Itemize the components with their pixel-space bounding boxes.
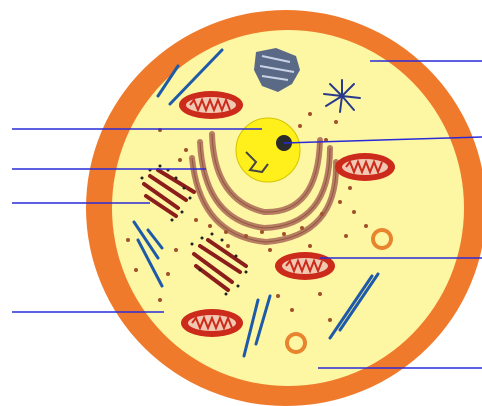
mitochondrion xyxy=(275,252,335,280)
mitochondrion xyxy=(179,91,243,119)
nucleus xyxy=(236,118,300,182)
mitochondrion xyxy=(335,153,395,181)
mitochondrion xyxy=(181,309,243,337)
lysosome xyxy=(371,228,393,250)
vacuole xyxy=(285,332,307,354)
